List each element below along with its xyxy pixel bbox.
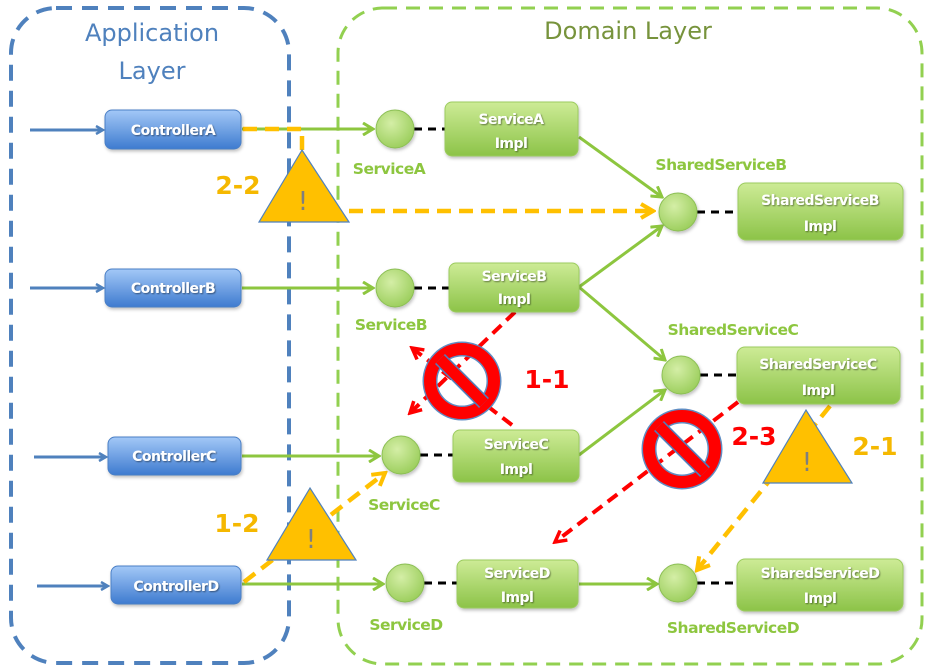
controller-b-label: ControllerB (131, 281, 215, 297)
warning-icon-1-2: ! (265, 486, 358, 561)
shared-service-b-impl-line1: SharedServiceB (761, 193, 879, 209)
service-b-impl-line1: ServiceB (482, 269, 547, 285)
tag-2-1: 2-1 (852, 432, 897, 461)
service-c-impl-line1: ServiceC (484, 437, 549, 453)
service-a-impl[interactable]: ServiceA Impl (444, 101, 579, 157)
application-layer-border (9, 6, 291, 665)
arrow-service-a-impl-to-shared-b (578, 135, 662, 197)
shared-service-c-label: SharedServiceC (668, 321, 799, 339)
arrow-service-b-impl-to-shared-c (578, 285, 665, 360)
service-c-label: ServiceC (368, 496, 440, 514)
shared-service-b-label: SharedServiceB (655, 156, 786, 174)
shared-service-c-impl[interactable]: SharedServiceC Impl (736, 346, 901, 405)
controller-c-label: ControllerC (132, 449, 216, 465)
service-a-impl-line1: ServiceA (478, 112, 544, 128)
warning-glyph-1-2: ! (306, 525, 316, 555)
service-c-interface[interactable] (381, 435, 421, 475)
service-a-label: ServiceA (353, 160, 426, 178)
controller-d[interactable]: ControllerD (110, 565, 242, 605)
tag-1-1: 1-1 (524, 365, 569, 394)
warning-glyph-2-2: ! (298, 187, 308, 217)
forbidden-icon-1-1 (422, 341, 502, 421)
interface-impl-links (414, 127, 737, 585)
controller-d-label: ControllerD (133, 579, 218, 595)
application-layer-title-line2: Layer (119, 57, 186, 85)
shared-service-d-impl[interactable]: SharedServiceD Impl (736, 558, 904, 612)
tag-1-2: 1-2 (214, 509, 259, 538)
shared-service-d-interface[interactable] (658, 563, 698, 603)
service-b-impl-line2: Impl (498, 292, 531, 308)
service-c-impl[interactable]: ServiceC Impl (452, 429, 580, 483)
controller-c[interactable]: ControllerC (107, 436, 242, 476)
service-b-label: ServiceB (355, 316, 427, 334)
service-d-impl[interactable]: ServiceD Impl (456, 559, 579, 609)
controller-a[interactable]: ControllerA (104, 109, 242, 150)
warning-glyph-2-1: ! (802, 448, 812, 478)
shared-service-b-interface[interactable] (658, 192, 698, 232)
domain-layer-title: Domain Layer (544, 17, 712, 45)
controller-b[interactable]: ControllerB (104, 268, 242, 308)
tag-2-2: 2-2 (215, 171, 260, 200)
arrow-service-b-impl-to-shared-b (578, 226, 662, 289)
service-c-impl-line2: Impl (500, 462, 533, 478)
service-d-impl-line2: Impl (501, 590, 534, 606)
shared-service-d-label: SharedServiceD (667, 619, 800, 637)
service-a-impl-line2: Impl (495, 136, 528, 152)
warning-arrow-2-2 (243, 126, 305, 150)
service-a-interface[interactable] (375, 109, 415, 149)
shared-service-d-impl-line1: SharedServiceD (761, 566, 880, 582)
shared-service-c-impl-line2: Impl (802, 383, 835, 399)
service-d-label: ServiceD (369, 616, 443, 634)
service-d-interface[interactable] (385, 563, 425, 603)
application-layer-title-line1: Application (85, 19, 219, 47)
shared-service-d-impl-line2: Impl (804, 591, 837, 607)
shared-service-c-impl-line1: SharedServiceC (759, 357, 877, 373)
shared-service-b-impl[interactable]: SharedServiceB Impl (737, 182, 904, 241)
shared-service-c-interface[interactable] (661, 355, 701, 395)
service-d-impl-line1: ServiceD (484, 566, 550, 582)
service-b-interface[interactable] (375, 268, 415, 308)
domain-layer-border (336, 6, 924, 666)
warning-icon-2-2: ! (257, 148, 351, 223)
service-b-impl[interactable]: ServiceB Impl (448, 262, 580, 313)
arrow-service-c-impl-to-shared-c (578, 390, 665, 457)
controller-a-label: ControllerA (131, 123, 216, 139)
warning-icon-2-1: ! (761, 408, 854, 484)
shared-service-b-impl-line2: Impl (804, 219, 837, 235)
forbidden-icon-2-3 (641, 408, 723, 490)
tag-2-3: 2-3 (731, 422, 776, 451)
